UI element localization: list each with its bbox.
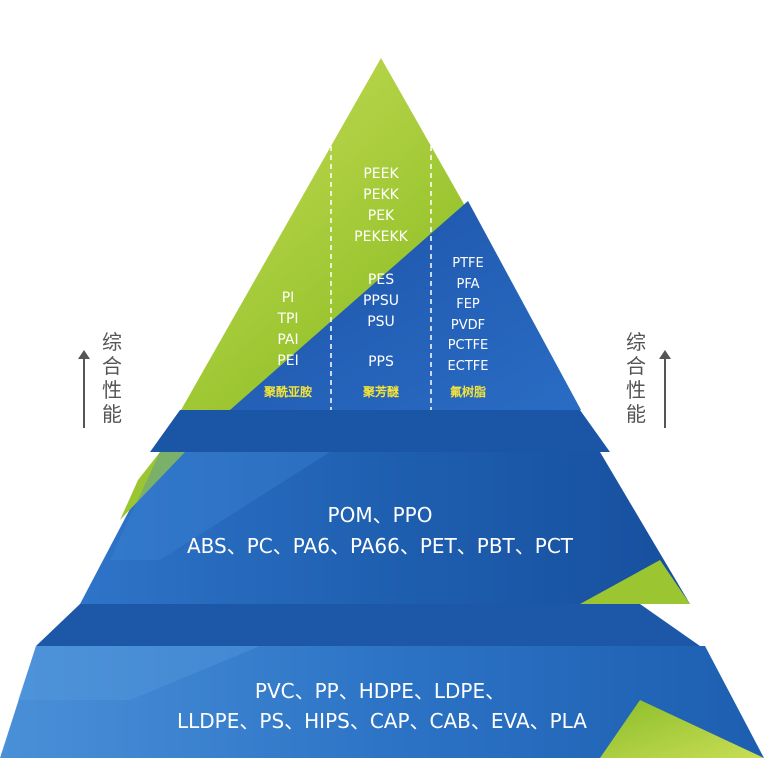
right-side-label: 综 合 性 能 bbox=[624, 330, 648, 426]
side-char: 能 bbox=[626, 402, 646, 426]
material-label: PEI bbox=[277, 353, 299, 369]
material-label: TPI bbox=[277, 311, 299, 327]
material-label: PCTFE bbox=[447, 338, 489, 353]
material-label: PSU bbox=[367, 314, 395, 330]
material-label: PES bbox=[367, 272, 395, 288]
right-up-arrow bbox=[659, 350, 671, 428]
side-char: 性 bbox=[102, 378, 122, 402]
side-char: 合 bbox=[102, 354, 122, 378]
material-label: PEK bbox=[367, 208, 395, 224]
middle-tier-light-band bbox=[110, 452, 330, 560]
side-char: 合 bbox=[626, 354, 646, 378]
material-label: ECTFE bbox=[447, 358, 489, 374]
material-label: PI bbox=[281, 290, 295, 306]
material-label: PEEK bbox=[363, 166, 399, 182]
material-label: PEKEKK bbox=[354, 229, 408, 245]
lower-connector-band bbox=[36, 604, 700, 646]
top-column-polyarylether-group3: PPS bbox=[345, 352, 417, 373]
top-tier-blue-overlay bbox=[230, 201, 581, 410]
material-label: PFA bbox=[456, 276, 480, 292]
left-up-arrow bbox=[78, 350, 90, 428]
top-column-fluoropolymer: PTFE PFA FEP PVDF PCTFE ECTFE bbox=[438, 254, 498, 377]
bottom-tier-body bbox=[0, 646, 764, 758]
middle-tier-green-left bbox=[120, 452, 185, 520]
top-column-polyarylether-group1: PEEK PEKK PEK PEKEKK bbox=[345, 164, 417, 248]
upper-connector-band bbox=[150, 410, 610, 452]
left-side-label: 综 合 性 能 bbox=[100, 330, 124, 426]
middle-tier-green-right bbox=[580, 560, 690, 604]
bottom-tier bbox=[0, 646, 764, 758]
category-polyimide: 聚酰亚胺 bbox=[263, 385, 312, 399]
top-column-polyarylether-group2: PES PPSU PSU bbox=[345, 270, 417, 333]
material-label: FEP bbox=[456, 297, 480, 312]
middle-tier-line1: POM、PPO bbox=[327, 503, 433, 527]
top-tier bbox=[181, 58, 581, 410]
material-label: PTFE bbox=[452, 256, 484, 271]
side-char: 性 bbox=[626, 378, 646, 402]
side-char: 综 bbox=[626, 330, 646, 354]
top-column-polyimide: PI TPI PAI PEI bbox=[256, 288, 320, 372]
bottom-tier-light-band bbox=[18, 646, 260, 700]
middle-tier bbox=[80, 452, 690, 604]
material-label: PVDF bbox=[450, 317, 486, 333]
material-label: PEKK bbox=[363, 187, 399, 203]
category-fluoropolymer: 氟树脂 bbox=[449, 385, 486, 399]
middle-tier-line2: ABS、PC、PA6、PA66、PET、PBT、PCT bbox=[186, 534, 574, 558]
side-char: 能 bbox=[102, 402, 122, 426]
bottom-tier-line1: PVC、PP、HDPE、LDPE、 bbox=[254, 679, 506, 703]
bottom-tier-green-corner bbox=[600, 700, 764, 758]
bottom-tier-line2: LLDPE、PS、HIPS、CAP、CAB、EVA、PLA bbox=[177, 709, 587, 733]
middle-tier-body bbox=[80, 452, 690, 604]
material-label: PPSU bbox=[362, 293, 400, 309]
material-label: PAI bbox=[277, 332, 299, 348]
side-char: 综 bbox=[102, 330, 122, 354]
material-label: PPS bbox=[368, 354, 394, 370]
category-polyarylether: 聚芳醚 bbox=[362, 385, 399, 399]
